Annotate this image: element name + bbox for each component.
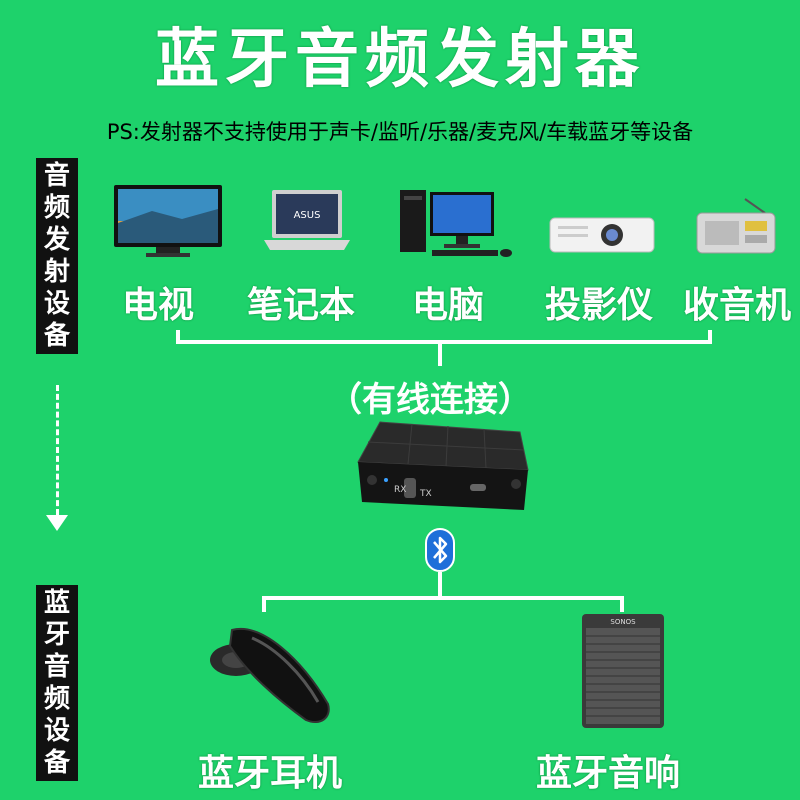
- bluetooth-transmitter-device-icon: RX TX: [357, 421, 529, 510]
- projector-icon: [549, 217, 655, 253]
- bluetooth-speaker-icon: SONOS: [582, 614, 664, 728]
- output-label-headset: 蓝牙耳机: [197, 753, 342, 794]
- connector-tick: [176, 330, 180, 344]
- connector-tick: [708, 330, 712, 344]
- source-label-projector: 投影仪: [544, 285, 653, 326]
- transmit-devices-label: 音 频 发 射 设 备: [36, 158, 78, 354]
- tx-label: TX: [419, 489, 432, 499]
- page-title: 蓝牙音频发射器: [155, 23, 645, 97]
- speaker-brand-label: SONOS: [610, 618, 636, 626]
- source-label-tv: 电视: [121, 285, 194, 326]
- wired-connector-line: [176, 340, 712, 344]
- compatibility-note: PS:发射器不支持使用于声卡/监听/乐器/麦克风/车载蓝牙等设备: [106, 120, 694, 144]
- source-label-radio: 收音机: [682, 285, 791, 326]
- connector-tick: [262, 596, 266, 612]
- source-label-computer: 电脑: [411, 285, 484, 326]
- bluetooth-icon: [425, 528, 455, 572]
- connector-tick: [620, 596, 624, 612]
- bluetooth-headset-icon: [210, 627, 330, 723]
- receive-devices-label: 蓝 牙 音 频 设 备: [36, 585, 78, 781]
- radio-icon: [696, 198, 776, 254]
- wireless-connector-line: [262, 596, 624, 600]
- rx-label: RX: [394, 485, 406, 495]
- down-arrow-icon: [46, 515, 68, 531]
- connector-stem: [438, 572, 442, 598]
- output-label-speaker: 蓝牙音响: [535, 753, 680, 794]
- desktop-computer-icon: [400, 190, 512, 257]
- laptop-brand-label: ASUS: [294, 210, 321, 221]
- wired-connection-label: （有线连接）: [328, 380, 532, 420]
- tv-icon: [114, 185, 222, 257]
- flow-arrow-line: [56, 385, 59, 515]
- source-label-laptop: 笔记本: [246, 285, 355, 326]
- connector-stem: [438, 340, 442, 366]
- laptop-icon: ASUS: [264, 190, 350, 250]
